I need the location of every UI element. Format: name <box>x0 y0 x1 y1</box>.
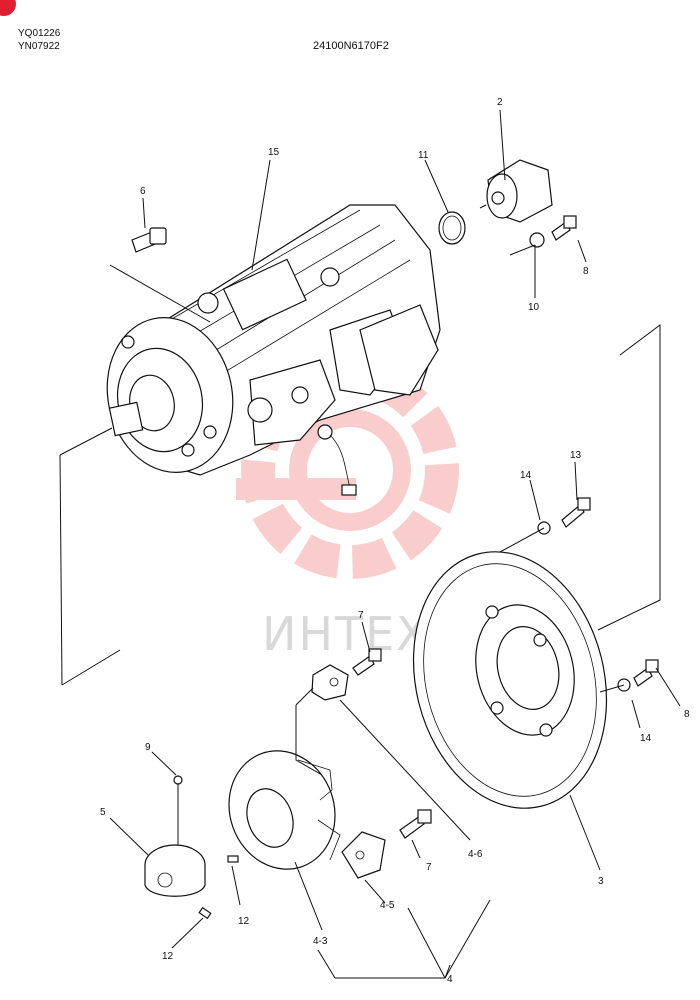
pin-part-12-upper <box>227 855 239 863</box>
drawing-number: 24100N6170F2 <box>313 40 389 52</box>
callout-12-upper: 12 <box>238 916 250 927</box>
callout-2: 2 <box>497 97 503 108</box>
coupling-element-4-3 <box>228 750 341 870</box>
callout-14-lower: 14 <box>640 733 652 744</box>
corner-badge-icon <box>0 0 16 16</box>
callout-8-lower: 8 <box>684 709 690 720</box>
bolt-part-6 <box>131 227 167 253</box>
pin-part-12-lower <box>198 906 212 920</box>
callout-3: 3 <box>598 876 604 887</box>
bolt-part-7-upper <box>352 648 382 676</box>
callout-11: 11 <box>418 150 429 161</box>
callout-4: 4 <box>447 974 453 985</box>
bolt-part-13 <box>561 497 591 528</box>
coupling-insert-4-6 <box>311 664 349 701</box>
callout-12-lower: 12 <box>162 951 174 962</box>
callout-7-lower: 7 <box>426 862 432 873</box>
set-screw-part-9 <box>173 775 183 785</box>
callout-4-5: 4-5 <box>380 900 395 911</box>
callout-10: 10 <box>528 302 540 313</box>
bolt-part-8-lower <box>633 659 659 687</box>
coupling-insert-4-5 <box>341 831 386 879</box>
code-left-1: YQ01226 <box>18 28 61 39</box>
callout-5: 5 <box>100 807 106 818</box>
pump-front-flange <box>106 317 234 473</box>
callout-15: 15 <box>268 147 280 158</box>
callout-9: 9 <box>145 742 151 753</box>
callout-labels: 15 2 11 6 8 10 14 13 7 8 14 9 5 12 12 7 … <box>100 97 690 985</box>
callout-4-3: 4-3 <box>313 936 328 947</box>
callout-14-upper: 14 <box>520 470 532 481</box>
callout-8-upper: 8 <box>583 266 589 277</box>
callout-4-6: 4-6 <box>468 849 483 860</box>
washer-part-10 <box>529 232 545 248</box>
bolt-part-7-lower <box>399 809 432 839</box>
flywheel-flange-part <box>412 551 608 809</box>
gear-pump-part <box>479 159 553 223</box>
bolt-part-8-upper <box>551 215 577 241</box>
callout-13: 13 <box>570 450 582 461</box>
callout-7-upper: 7 <box>358 610 364 621</box>
leader-lines <box>59 109 681 979</box>
callout-6: 6 <box>140 186 146 197</box>
hub-part-5 <box>144 844 206 897</box>
code-left-2: YN07922 <box>18 41 60 52</box>
watermark-text: ИНТЕХ <box>262 607 430 661</box>
